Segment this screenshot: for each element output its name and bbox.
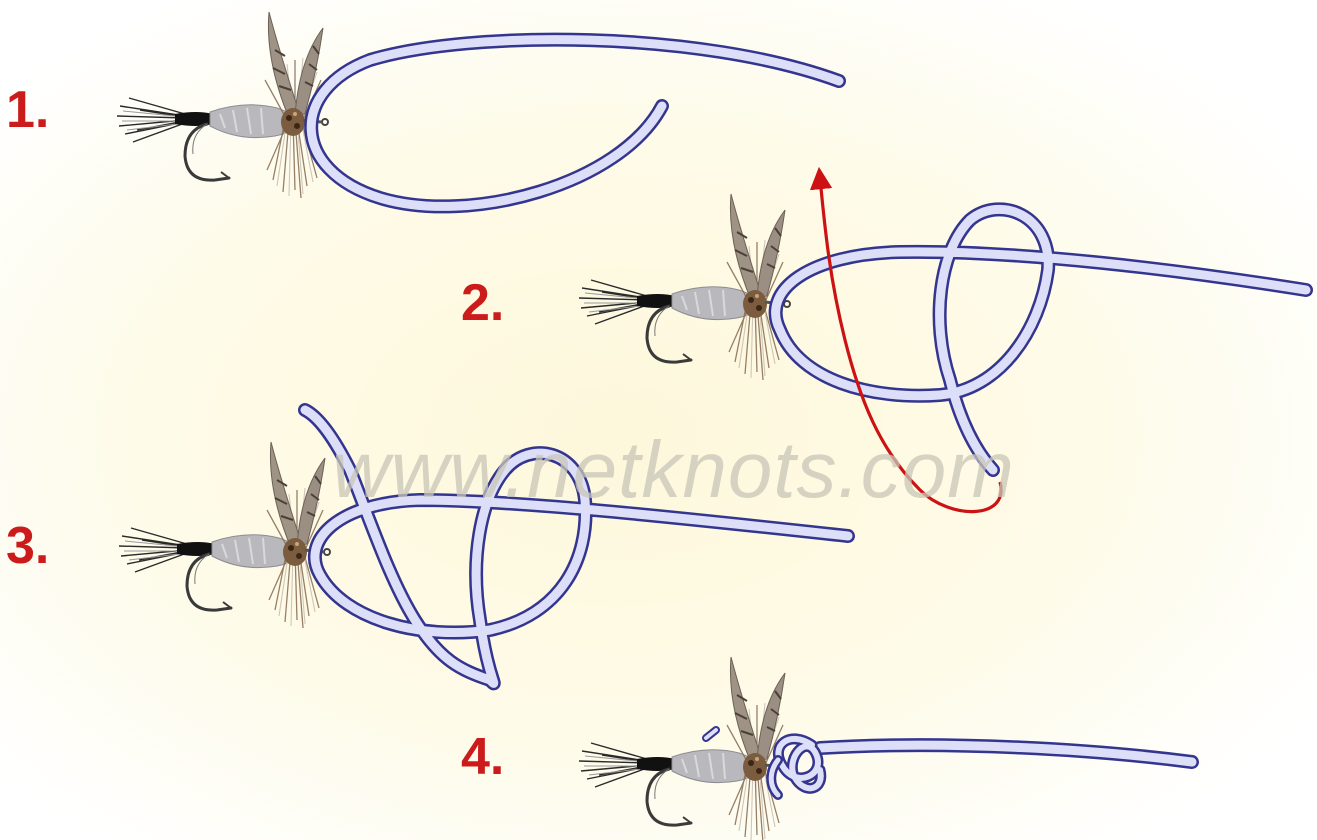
step-label-4: 4. xyxy=(461,728,505,786)
tied-knot xyxy=(702,726,827,800)
step-label-1: 1. xyxy=(6,81,50,139)
line-fill xyxy=(306,35,844,211)
step-label-2: 2. xyxy=(461,274,505,332)
line-fill xyxy=(815,740,1197,767)
step-2-diagram xyxy=(577,166,1313,514)
line-fill xyxy=(771,204,1311,475)
red-direction-arrow xyxy=(809,166,1003,514)
step-1-diagram xyxy=(115,10,846,214)
watermark-text: www.netknots.com xyxy=(332,425,1015,514)
step-3-diagram xyxy=(117,403,855,691)
line-fill xyxy=(300,405,853,688)
step-label-3: 3. xyxy=(6,517,50,575)
step-4-diagram xyxy=(577,655,1199,840)
